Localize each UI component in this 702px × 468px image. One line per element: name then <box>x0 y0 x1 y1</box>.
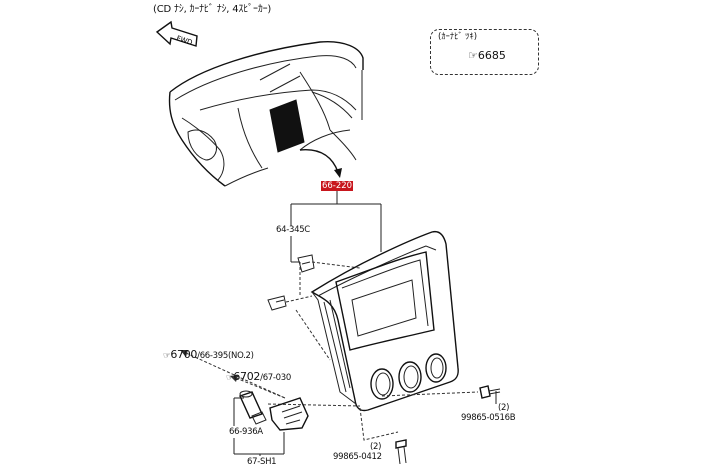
bolt-bottom-label[interactable]: 99865-0412 <box>333 452 382 462</box>
dashboard-outline <box>168 41 364 187</box>
bolt-bottom <box>395 439 407 465</box>
ref-6700-label[interactable]: ☞6700/66-395(NO.2) <box>163 348 254 361</box>
note-ref-number: 6685 <box>477 49 506 62</box>
bolt-right-label[interactable]: 99865-0516B <box>461 413 516 423</box>
bolt-bottom-qty: (2) <box>370 442 382 452</box>
bulb-socket <box>269 397 309 431</box>
hand-pointer-icon: ☞ <box>468 49 478 62</box>
header-text: (CD ﾅｼ, ｶｰﾅﾋﾞ ﾅｼ, 4ｽﾋﾟｰｶｰ) <box>153 4 272 15</box>
bolt-right-qty: (2) <box>498 403 510 413</box>
hand-pointer-icon: ☞ <box>163 351 171 361</box>
bulb <box>239 390 267 425</box>
center-panel <box>310 230 459 412</box>
center-panel-highlight <box>269 99 305 153</box>
note-box <box>430 29 539 75</box>
bracket-part-label[interactable]: 64-345C <box>276 225 310 235</box>
bolt-right <box>479 385 501 399</box>
hand-pointer-icon: ☞ <box>226 373 234 383</box>
note-ref: ☞6685 <box>468 50 506 61</box>
bulb-label[interactable]: 66-936A <box>229 427 263 437</box>
bracket-clip-upper <box>297 254 315 273</box>
socket-label[interactable]: 67-SH1 <box>247 457 277 467</box>
ref-6702-label[interactable]: ☞6702/67-030 <box>226 370 291 383</box>
fwd-arrow-icon: FWD <box>155 20 198 47</box>
bracket-clip-lower <box>267 295 287 311</box>
note-title: (ｶｰﾅﾋﾞ ﾂｷ) <box>438 32 478 42</box>
main-part-label[interactable]: 66-220 <box>321 181 353 191</box>
fwd-arrow-label: FWD <box>175 34 193 47</box>
